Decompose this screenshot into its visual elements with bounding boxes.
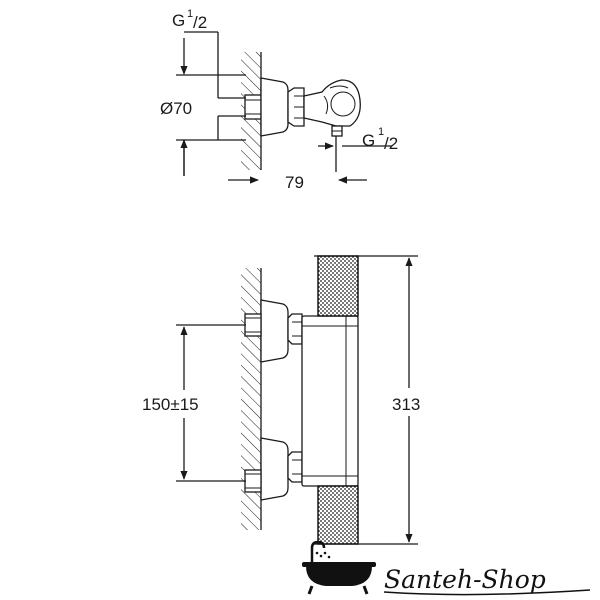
inlet-stub-top (244, 94, 262, 120)
bathtub-icon (302, 540, 376, 595)
height-label: 313 (392, 395, 420, 414)
hex-nut-upper (287, 313, 303, 345)
hex-nut-lower (287, 451, 303, 483)
thermostat-body-front (301, 315, 359, 487)
depth-label: 79 (285, 173, 304, 192)
logo-text: Santeh-Shop (384, 565, 546, 594)
spacing-label: 150±15 (142, 395, 199, 414)
inlet-stub-upper (244, 313, 262, 337)
outlet-thread-sup: 1 (378, 126, 384, 138)
escutcheon-upper (260, 299, 289, 363)
thermostat-body-top (303, 79, 361, 127)
front-view: 150±15 313 (142, 255, 420, 545)
outlet-thread-label: G (362, 131, 375, 150)
inlet-thread-label: G (172, 11, 185, 30)
temperature-handle (317, 255, 359, 317)
escutcheon-lower (260, 437, 289, 501)
inlet-thread-sup: 1 (187, 8, 193, 20)
flow-handle (317, 485, 359, 545)
inlet-thread-sub: /2 (193, 13, 207, 32)
inlet-stub-lower (244, 469, 262, 493)
outlet-thread-sub: /2 (384, 134, 398, 153)
top-view: G 1 /2 Ø70 G 1 /2 79 (160, 8, 398, 192)
logo: Santeh-Shop (302, 540, 591, 596)
diameter-label: Ø70 (160, 99, 192, 118)
escutcheon-top (260, 77, 289, 137)
